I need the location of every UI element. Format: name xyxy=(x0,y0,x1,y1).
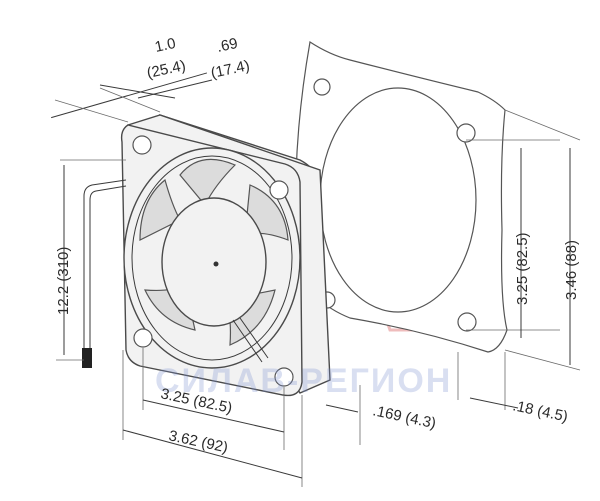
fan-hole-top-right xyxy=(269,180,289,200)
dim-hole-depth: .169 (4.3) xyxy=(371,402,437,432)
fan-blade-5 xyxy=(139,178,181,241)
fan-blade-1 xyxy=(179,158,237,207)
dim-depth-mm: (25.4) xyxy=(145,57,187,82)
fan-body xyxy=(120,114,331,397)
dim-guard-thickness: .18 (4.5) xyxy=(511,397,569,425)
guard-hole-bottom-right xyxy=(457,312,477,332)
fan-hole-bottom-right xyxy=(274,367,294,387)
guard-opening xyxy=(319,87,477,313)
dim-lead-length: 12.2 (310) xyxy=(55,247,72,315)
finger-guard xyxy=(295,41,508,353)
watermark-text: СИЛАВ-РЕГИОН xyxy=(155,362,452,400)
guard-hole-top-left xyxy=(313,78,331,96)
wire-end xyxy=(82,348,92,368)
dimension-lines xyxy=(51,72,581,487)
fan-hub xyxy=(161,197,267,327)
dim-guard-height: 3.46 (88) xyxy=(563,240,580,300)
hub-center xyxy=(213,261,219,267)
dim-depth-inch: 1.0 xyxy=(153,35,177,56)
dim-gasket-inch: .69 xyxy=(215,35,239,56)
lead-wire xyxy=(82,179,127,368)
guard-hole-top-right xyxy=(456,123,476,143)
dim-gasket-mm: (17.4) xyxy=(209,57,251,82)
fan-hole-top-left xyxy=(132,135,152,155)
fan-hole-bottom-left xyxy=(133,328,153,348)
dim-frame-width: 3.62 (92) xyxy=(167,427,229,456)
dim-guard-hole-spacing: 3.25 (82.5) xyxy=(514,232,531,305)
